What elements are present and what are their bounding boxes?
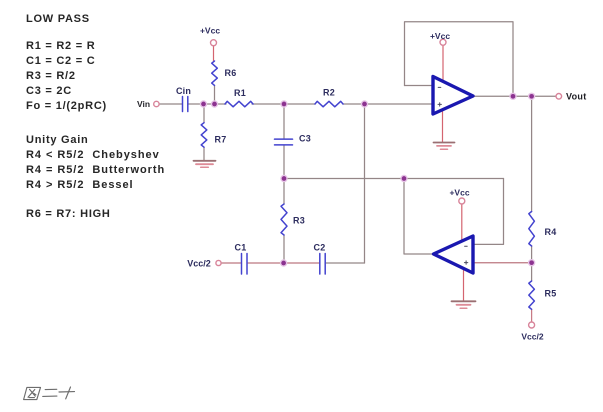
svg-text:Vcc/2: Vcc/2 <box>187 258 211 268</box>
svg-text:Vin: Vin <box>137 99 150 109</box>
svg-text:+Vcc: +Vcc <box>200 26 220 36</box>
svg-text:C1: C1 <box>235 243 247 253</box>
svg-text:R5: R5 <box>545 289 557 299</box>
svg-text:C3: C3 <box>299 134 311 144</box>
svg-text:R2: R2 <box>323 88 335 98</box>
svg-text:Vout: Vout <box>566 92 587 102</box>
svg-text:Cin: Cin <box>176 86 191 96</box>
svg-text:Vcc/2: Vcc/2 <box>521 331 543 341</box>
svg-text:+Vcc: +Vcc <box>430 31 450 41</box>
svg-text:R6: R6 <box>225 68 237 78</box>
svg-text:R4: R4 <box>545 227 557 237</box>
svg-text:R7: R7 <box>215 134 227 144</box>
svg-text:C2: C2 <box>314 243 326 253</box>
svg-text:R1: R1 <box>234 88 246 98</box>
svg-text:R3: R3 <box>293 216 305 226</box>
svg-text:+Vcc: +Vcc <box>449 188 469 198</box>
